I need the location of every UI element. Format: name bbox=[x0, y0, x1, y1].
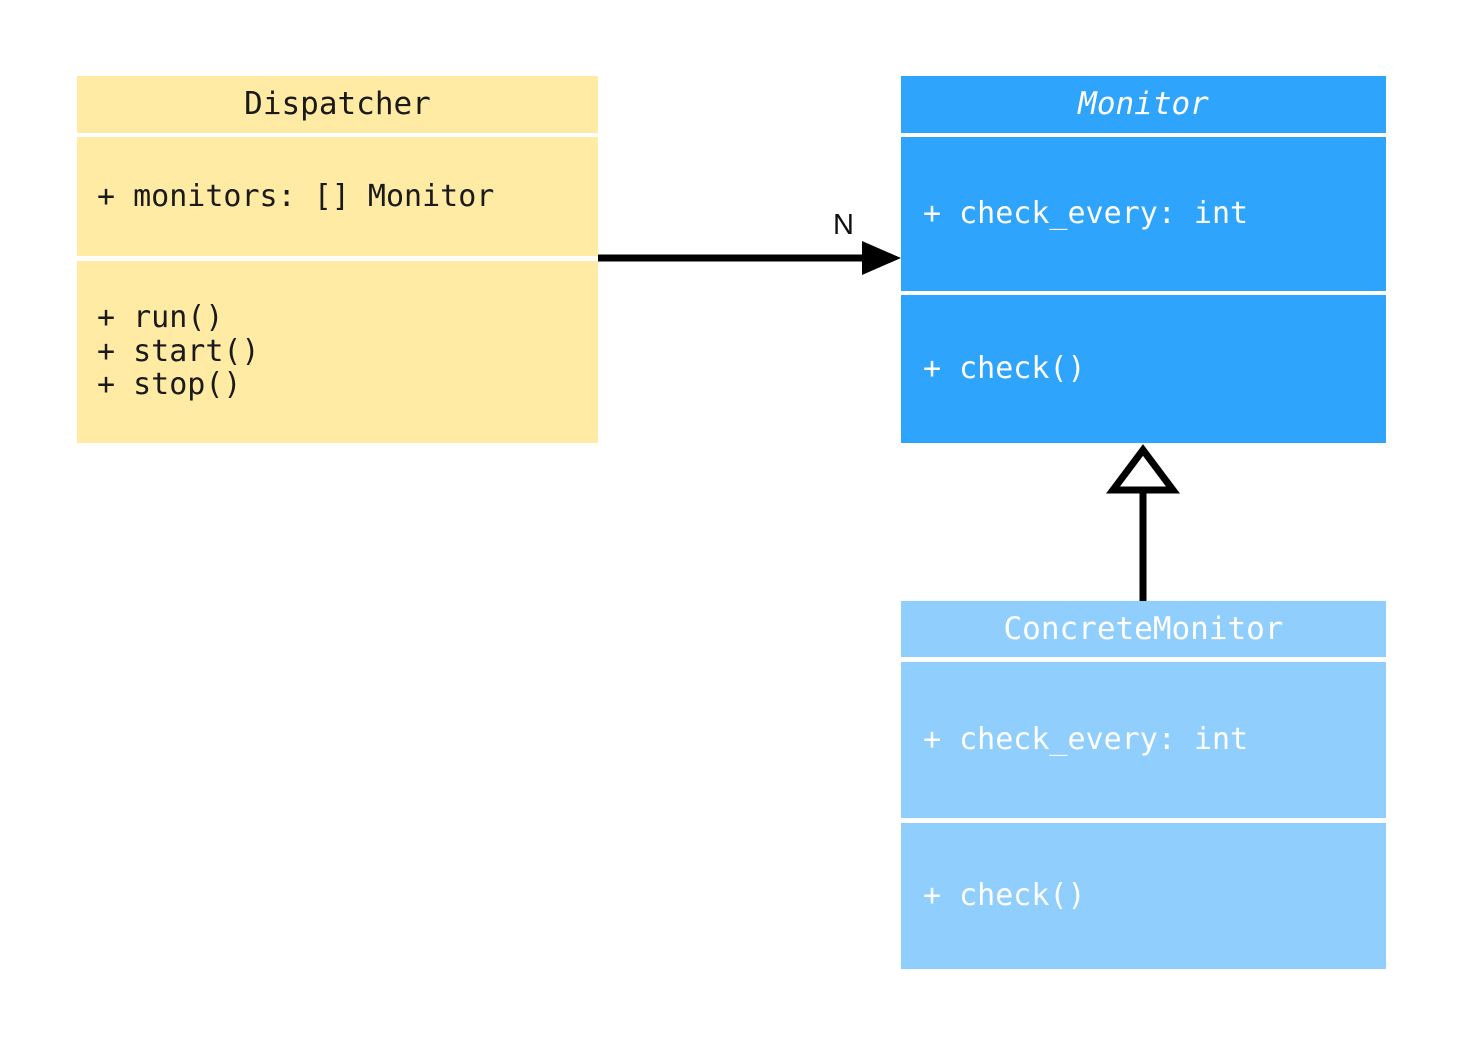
method-row: + start() bbox=[97, 333, 260, 369]
attribute-row: + check_every: int bbox=[923, 722, 1249, 758]
attribute-row: + check_every: int bbox=[923, 196, 1249, 232]
methods-compartment-dispatcher: + run() + start() + stop() bbox=[77, 261, 598, 443]
generalization-concretemonitor-monitor bbox=[1106, 444, 1180, 601]
compartment-divider bbox=[901, 133, 1386, 137]
uml-class-monitor[interactable]: Monitor + check_every: int + check() bbox=[901, 76, 1386, 443]
attributes-compartment-concretemonitor: + check_every: int bbox=[901, 662, 1386, 818]
class-header-concretemonitor: ConcreteMonitor bbox=[901, 601, 1386, 657]
method-row: + check() bbox=[923, 878, 1086, 914]
method-row: + check() bbox=[923, 351, 1086, 387]
method-row: + run() bbox=[97, 300, 224, 335]
hollow-triangle-icon bbox=[1106, 444, 1180, 494]
attribute-row: + monitors: [] Monitor bbox=[97, 178, 495, 214]
class-name-concretemonitor: ConcreteMonitor bbox=[1003, 610, 1284, 647]
attributes-compartment-monitor: + check_every: int bbox=[901, 137, 1386, 291]
method-row: + stop() bbox=[97, 367, 242, 403]
methods-compartment-concretemonitor: + check() bbox=[901, 823, 1386, 969]
class-header-dispatcher: Dispatcher bbox=[77, 76, 598, 133]
class-name-monitor: Monitor bbox=[1078, 86, 1209, 123]
methods-compartment-monitor: + check() bbox=[901, 295, 1386, 443]
class-name-dispatcher: Dispatcher bbox=[244, 86, 431, 123]
compartment-divider bbox=[77, 256, 598, 261]
class-header-monitor: Monitor bbox=[901, 76, 1386, 133]
association-dispatcher-monitor bbox=[598, 241, 901, 275]
compartment-divider bbox=[901, 818, 1386, 823]
uml-class-dispatcher[interactable]: Dispatcher + monitors: [] Monitor + run(… bbox=[77, 76, 598, 443]
uml-class-concretemonitor[interactable]: ConcreteMonitor + check_every: int + che… bbox=[901, 601, 1386, 969]
filled-arrowhead-icon bbox=[862, 241, 901, 275]
association-multiplicity-label: N bbox=[833, 209, 854, 241]
compartment-divider bbox=[77, 133, 598, 137]
attributes-compartment-dispatcher: + monitors: [] Monitor bbox=[77, 137, 598, 256]
compartment-divider bbox=[901, 657, 1386, 662]
compartment-divider bbox=[901, 291, 1386, 295]
